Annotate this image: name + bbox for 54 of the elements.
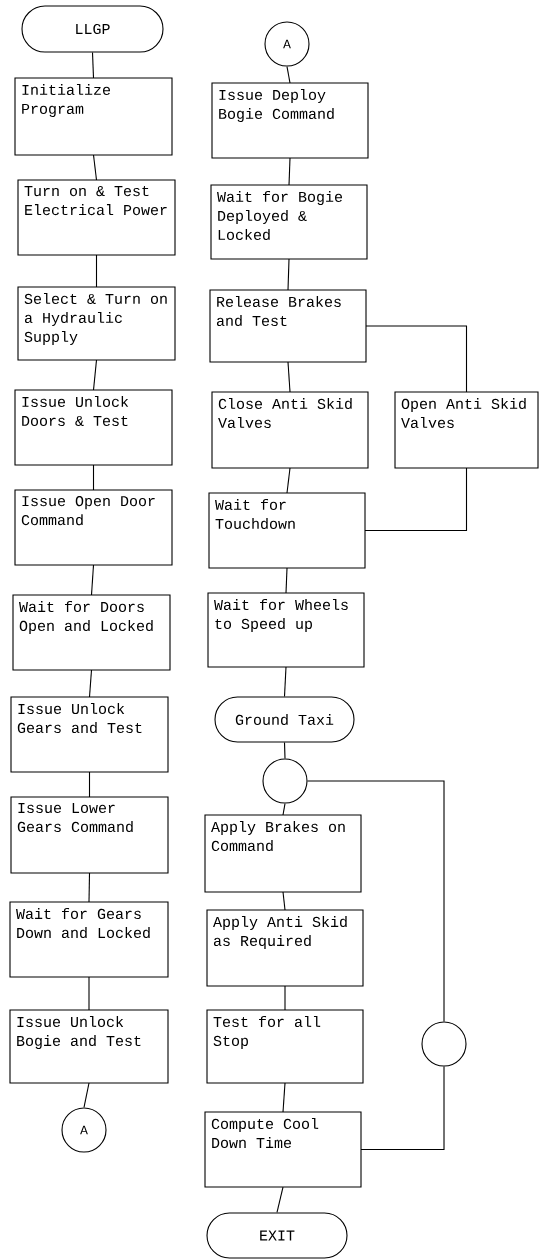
process-box: Wait for Doors Open and Locked <box>12 594 171 671</box>
process-box: Open Anti Skid Valves <box>394 391 539 469</box>
terminal-box: EXIT <box>206 1212 348 1259</box>
connector-line <box>95 254 98 288</box>
connector-line <box>92 154 98 181</box>
junction-circle <box>421 1021 467 1067</box>
connector-line <box>286 66 291 84</box>
process-box: Test for all Stop <box>206 1009 364 1084</box>
process-box: Close Anti Skid Valves <box>211 391 369 469</box>
connector-line <box>283 742 286 759</box>
connector-line <box>276 1186 284 1213</box>
connector-line <box>283 666 287 697</box>
connector-line <box>92 359 98 391</box>
connector-line <box>287 258 290 291</box>
process-box: Wait for Bogie Deployed & Locked <box>210 184 368 260</box>
process-box: Apply Brakes on Command <box>204 814 362 893</box>
connector-line <box>282 1082 286 1113</box>
connector-line <box>307 780 445 1022</box>
connector-line <box>284 985 286 1011</box>
process-box: Issue Deploy Bogie Command <box>211 82 369 159</box>
connector-line <box>90 564 95 596</box>
process-box: Issue Unlock Doors & Test <box>14 389 173 466</box>
process-box: Issue Lower Gears Command <box>10 796 169 874</box>
process-box: Wait for Wheels to Speed up <box>207 592 365 668</box>
connector-line <box>92 464 95 491</box>
connector-line <box>282 891 286 911</box>
connector-line <box>288 157 291 186</box>
connector-line <box>88 976 90 1011</box>
terminal-box: LLGP <box>21 5 164 53</box>
connector-line <box>88 669 93 698</box>
process-box: Issue Open Door Command <box>14 489 173 566</box>
process-box: Compute Cool Down Time <box>204 1111 362 1188</box>
connector-line <box>286 467 291 494</box>
connector-line <box>83 1082 90 1108</box>
process-box: Release Brakes and Test <box>209 289 367 363</box>
process-box: Turn on & Test Electrical Power <box>17 179 176 256</box>
process-box: Initialize Program <box>14 77 173 156</box>
connector-line <box>282 803 286 816</box>
connector-line <box>285 567 288 594</box>
connector-line <box>365 325 468 393</box>
terminal-box: Ground Taxi <box>214 696 355 743</box>
process-box: Issue Unlock Bogie and Test <box>9 1009 169 1084</box>
junction-circle <box>262 758 308 804</box>
connector-line <box>88 872 91 903</box>
process-box: Apply Anti Skid as Required <box>206 909 364 987</box>
process-box: Wait for Gears Down and Locked <box>9 901 169 978</box>
process-box: Select & Turn on a Hydraulic Supply <box>17 286 176 361</box>
connector-line <box>287 361 291 393</box>
process-box: Issue Unlock Gears and Test <box>10 696 169 773</box>
connector-line <box>364 467 468 532</box>
connector-line <box>91 52 95 79</box>
connector-line <box>360 1066 445 1151</box>
process-box: Wait for Touchdown <box>208 492 366 569</box>
connector-line <box>88 771 91 798</box>
